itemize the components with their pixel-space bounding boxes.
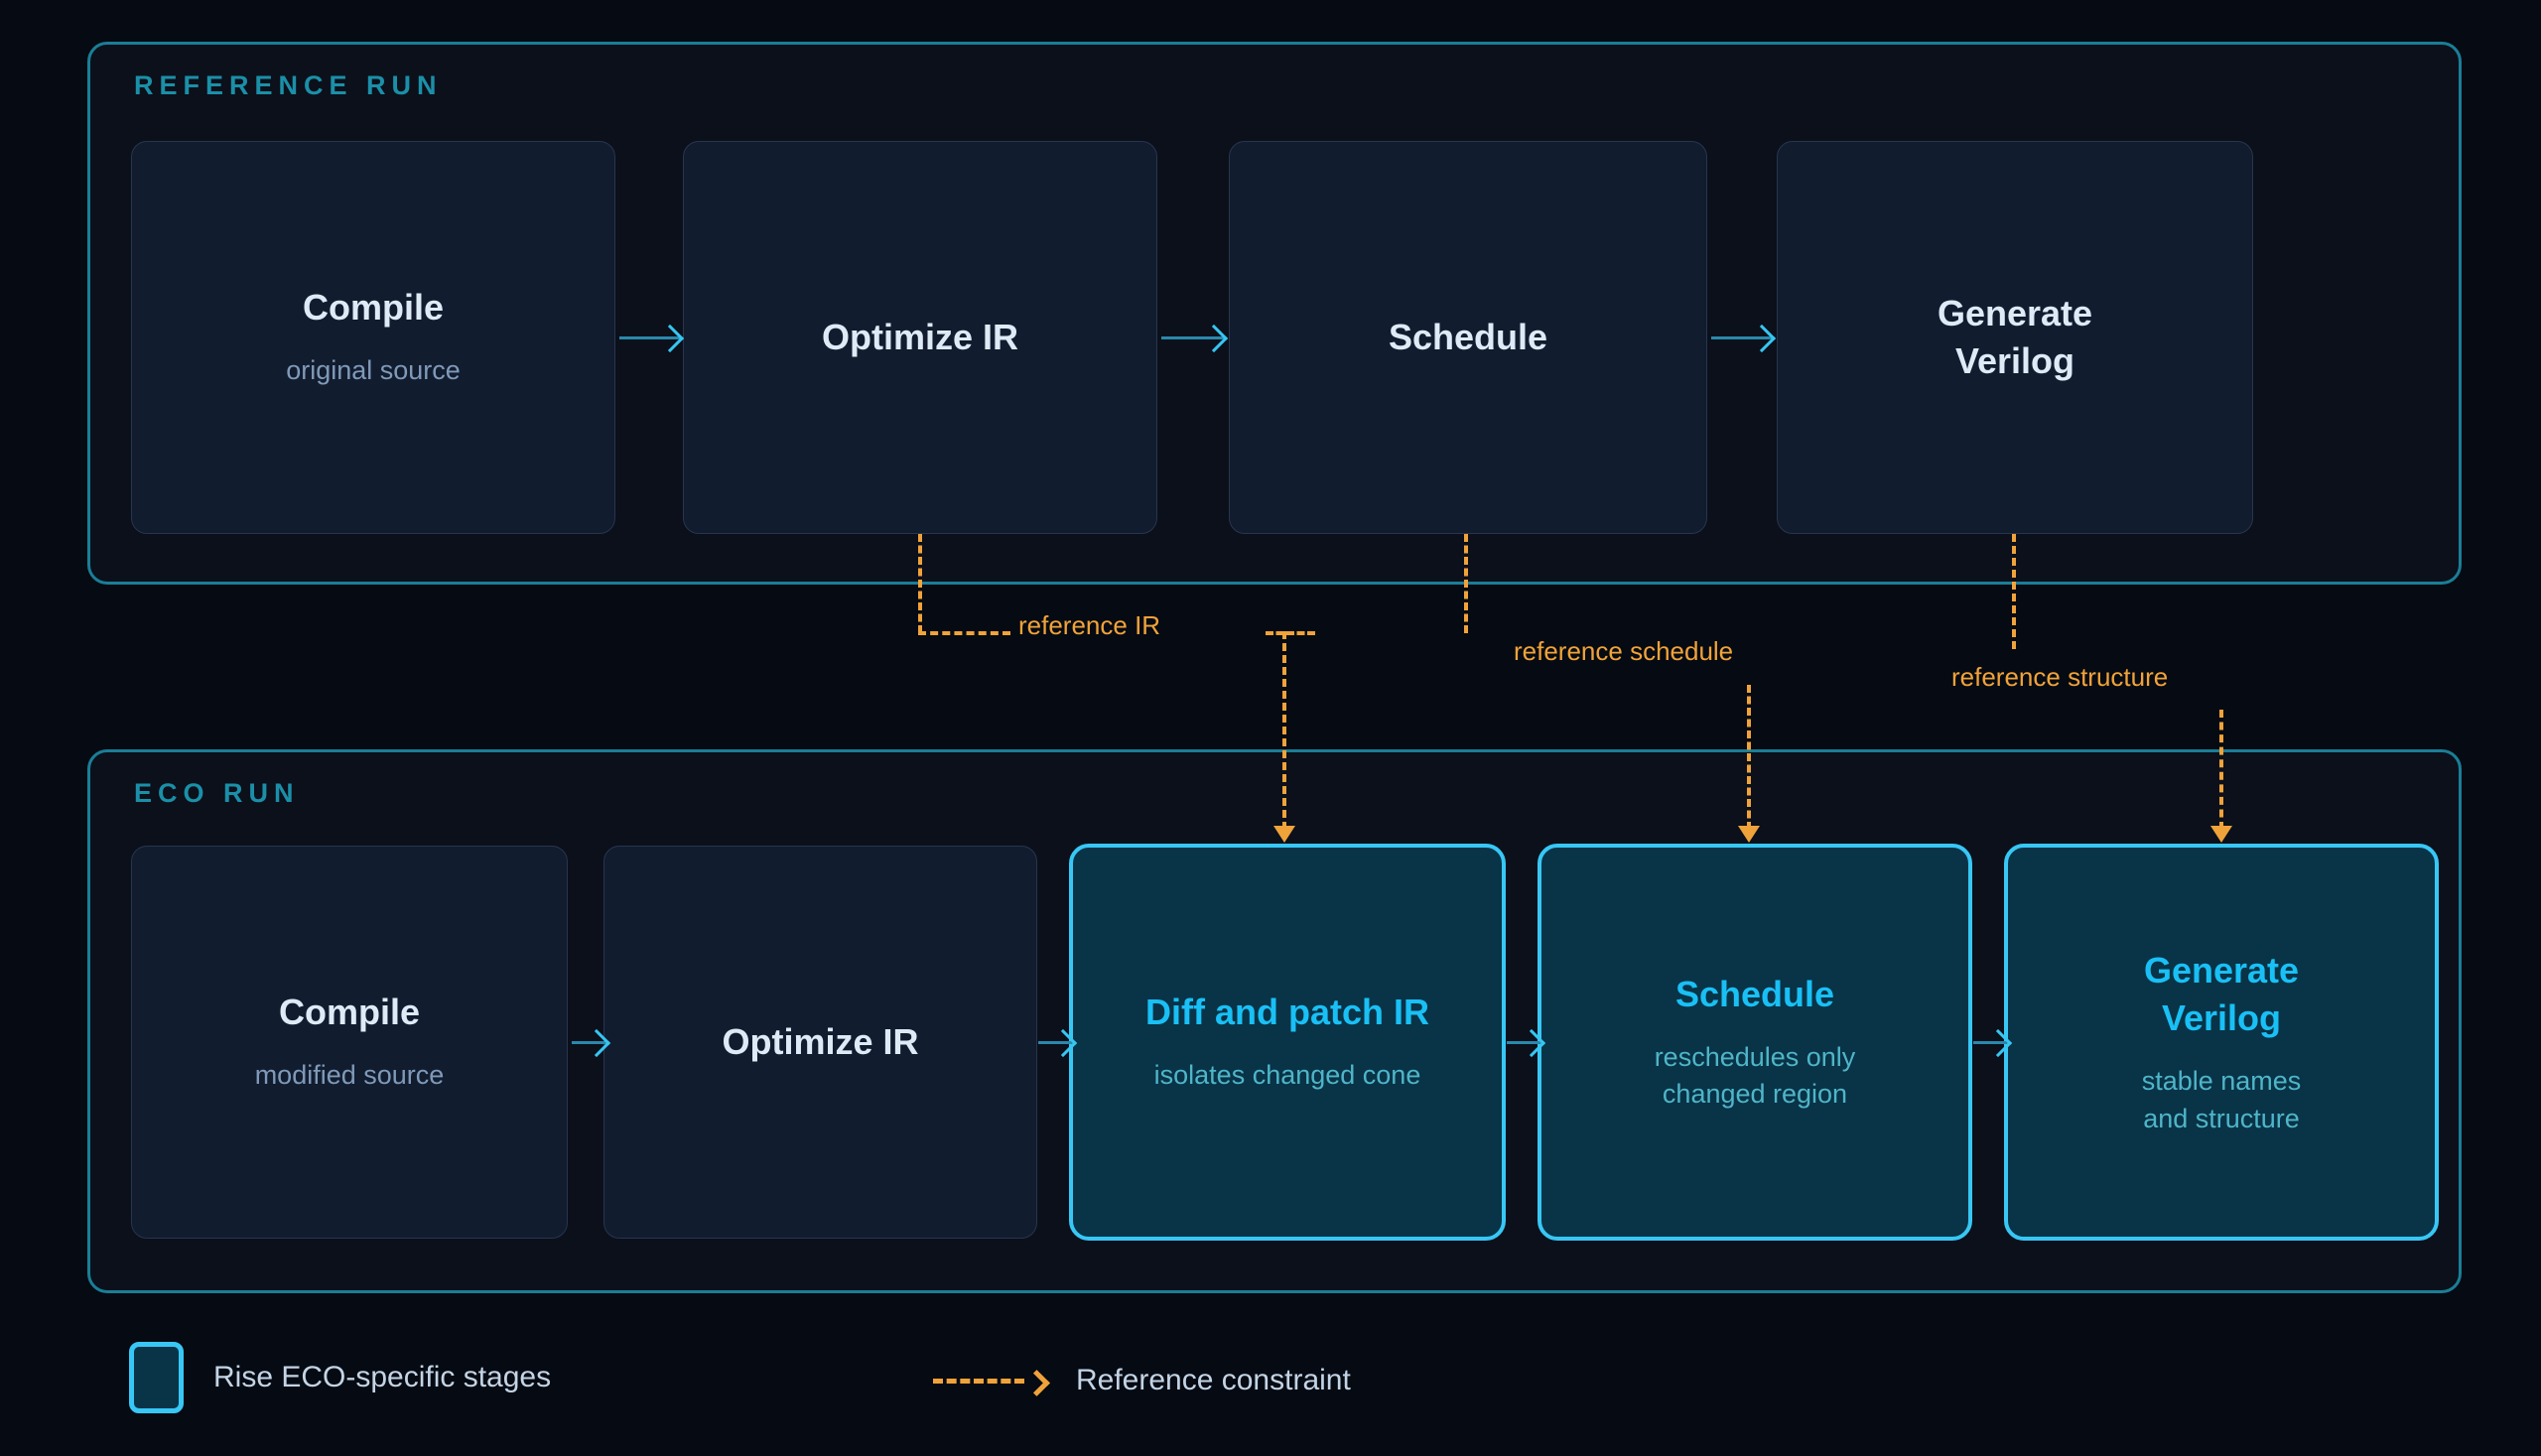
arrow-head-icon [582,1028,611,1058]
stage-title: Generate Verilog [2144,947,2299,1041]
stage-title: Schedule [1674,973,1835,1014]
arrow-optimize-to-schedule [1161,323,1229,353]
reference-stage-schedule[interactable]: Schedule [1229,141,1707,534]
constraint-ir-segment-right2 [1266,631,1315,635]
reference-stage-compile[interactable]: Compile original source [131,141,615,534]
eco-stage-schedule[interactable]: Schedule reschedules only changed region [1538,844,1972,1241]
constraint-ir-segment-right [918,631,1010,635]
stage-title-line2: Verilog [1954,340,2075,381]
eco-stage-compile[interactable]: Compile modified source [131,846,568,1239]
legend-item-eco-stages: Rise ECO-specific stages [129,1342,551,1413]
arrow-head-icon [1983,1028,2013,1058]
constraint-structure-segment-down1 [2012,534,2016,649]
reference-run-title: REFERENCE RUN [134,70,443,100]
arrow-head-icon [655,324,685,353]
stage-title: Generate Verilog [1938,290,2092,384]
stage-subtitle: reschedules only changed region [1655,1039,1856,1114]
stage-title: Schedule [1388,316,1548,357]
constraint-schedule-segment-down2 [1747,685,1751,830]
stage-title: Optimize IR [821,316,1019,357]
arrow-schedule-to-generate [1711,323,1777,353]
stage-subtitle: original source [286,355,461,386]
stage-subtitle-line2: and structure [2143,1103,2300,1133]
arrow-eco-schedule-to-generate [1973,1027,2013,1058]
constraint-label-reference-structure: reference structure [1951,662,2169,692]
arrow-shaft [1161,335,1225,339]
stage-subtitle: modified source [254,1060,445,1091]
arrow-eco-optimize-to-diff [1038,1027,1078,1058]
arrow-head-icon [1199,324,1229,353]
stage-title: Diff and patch IR [1145,992,1429,1033]
constraint-structure-arrow-head-icon [2210,826,2232,843]
stage-title-line1: Generate [2143,950,2300,992]
eco-stage-diff-and-patch-ir[interactable]: Diff and patch IR isolates changed cone [1069,844,1506,1241]
reference-stage-optimize-ir[interactable]: Optimize IR [683,141,1157,534]
constraint-ir-arrow-head-icon [1273,826,1295,843]
constraint-label-reference-schedule: reference schedule [1514,636,1734,666]
arrow-head-icon [1048,1028,1078,1058]
eco-box-swatch-icon [129,1342,184,1413]
legend-label: Reference constraint [1076,1364,1351,1396]
constraint-schedule-segment-down1 [1464,534,1468,633]
arrow-shaft [572,1040,607,1044]
dashed-arrow-head-icon [1023,1369,1050,1396]
legend-item-reference-constraint: Reference constraint [933,1364,1351,1397]
constraint-label-reference-ir: reference IR [1018,610,1161,640]
stage-subtitle-line1: stable names [2141,1066,2302,1097]
stage-subtitle-line1: reschedules only [1654,1041,1856,1072]
legend-label: Rise ECO-specific stages [213,1361,552,1393]
constraint-structure-segment-down2 [2219,710,2223,830]
constraint-ir-segment-down2 [1282,631,1286,830]
arrow-shaft [1507,1040,1542,1044]
stage-title-line2: Verilog [2161,996,2282,1038]
arrow-head-icon [1747,324,1777,353]
constraint-ir-segment-down1 [918,534,922,633]
stage-title: Compile [302,287,444,329]
arrow-shaft [1038,1040,1074,1044]
arrow-eco-compile-to-optimize [572,1027,611,1058]
stage-title: Compile [278,992,420,1033]
reference-stage-generate-verilog[interactable]: Generate Verilog [1777,141,2253,534]
arrow-shaft [1711,335,1773,339]
stage-title-line1: Generate [1937,293,2093,334]
constraint-schedule-arrow-head-icon [1738,826,1760,843]
eco-stage-optimize-ir[interactable]: Optimize IR [603,846,1037,1239]
stage-title: Optimize IR [722,1020,919,1062]
arrow-head-icon [1517,1028,1546,1058]
stage-subtitle: stable names and structure [2142,1063,2302,1137]
eco-run-title: ECO RUN [134,778,300,808]
arrow-shaft [1973,1040,2009,1044]
arrow-eco-diff-to-schedule [1507,1027,1546,1058]
eco-stage-generate-verilog[interactable]: Generate Verilog stable names and struct… [2004,844,2439,1241]
stage-subtitle: isolates changed cone [1153,1060,1421,1091]
arrow-compile-to-optimize [619,323,685,353]
arrow-shaft [619,335,681,339]
dashed-arrow-icon [933,1369,1050,1396]
stage-subtitle-line2: changed region [1662,1079,1848,1110]
